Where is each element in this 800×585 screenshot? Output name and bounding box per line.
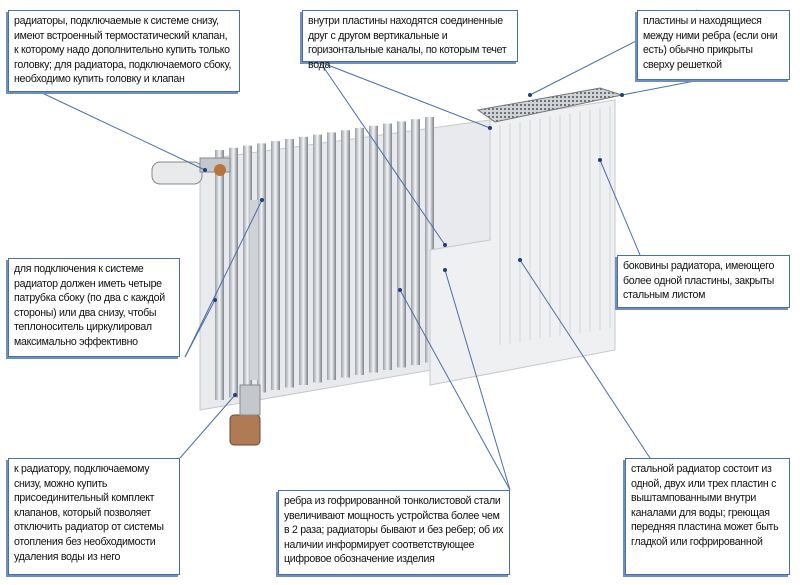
fin (299, 136, 308, 385)
fin (425, 117, 434, 363)
fin (327, 132, 336, 380)
leader-line (179, 394, 236, 459)
fin (257, 143, 266, 393)
fin (285, 139, 294, 388)
leader-dot (518, 258, 522, 262)
fin (313, 134, 322, 383)
front-panel (429, 99, 616, 386)
leader-line (184, 199, 263, 358)
leader-line (519, 259, 651, 459)
note-side-panels: боковины радиатора, имеющего более одной… (617, 255, 790, 308)
leader-dot (488, 126, 492, 130)
fin (243, 145, 252, 395)
corrugated-fins (215, 117, 434, 400)
leader-line (621, 79, 701, 96)
fin (271, 141, 280, 390)
connection-kit (229, 414, 261, 446)
leader-dot (398, 288, 402, 292)
leader-line (39, 91, 206, 171)
note-connections: для подключения к системе радиатор долже… (8, 258, 180, 357)
fin (411, 119, 420, 365)
note-steel-radiator: стальной радиатор состоит из одной, двух… (625, 458, 790, 575)
fin (215, 150, 224, 400)
fin (341, 130, 350, 378)
leader-line (444, 269, 511, 491)
note-thermostatic-valve: радиаторы, подключаемые к системе снизу,… (8, 10, 240, 92)
leader-dot (620, 93, 624, 97)
leader-dot (203, 168, 207, 172)
leader-dot (528, 93, 532, 97)
note-channels: внутри пластины находятся соединенные др… (302, 10, 518, 71)
leader-line (319, 61, 446, 246)
fin (229, 147, 238, 398)
front-panel-corrugation (499, 106, 611, 345)
leader-dot (598, 158, 602, 162)
fin (369, 125, 378, 373)
leader-dot (443, 268, 447, 272)
fin (355, 128, 364, 375)
leader-line (599, 159, 641, 256)
fin (397, 121, 406, 368)
thermostatic-head (151, 161, 203, 185)
leader-dot (443, 243, 447, 247)
leader-line (319, 61, 491, 129)
note-grille: пластины и находящиеся между ними ребра … (637, 10, 790, 80)
leader-dot (260, 198, 264, 202)
note-fins: ребра из гофрированной тонколистовой ста… (278, 490, 510, 575)
note-connection-kit: к радиатору, подключаемому снизу, можно … (8, 458, 180, 575)
leader-line (399, 289, 511, 491)
fin (383, 123, 392, 370)
valve-fitting (214, 164, 226, 176)
leader-lines (39, 9, 701, 491)
leader-dot (233, 393, 237, 397)
